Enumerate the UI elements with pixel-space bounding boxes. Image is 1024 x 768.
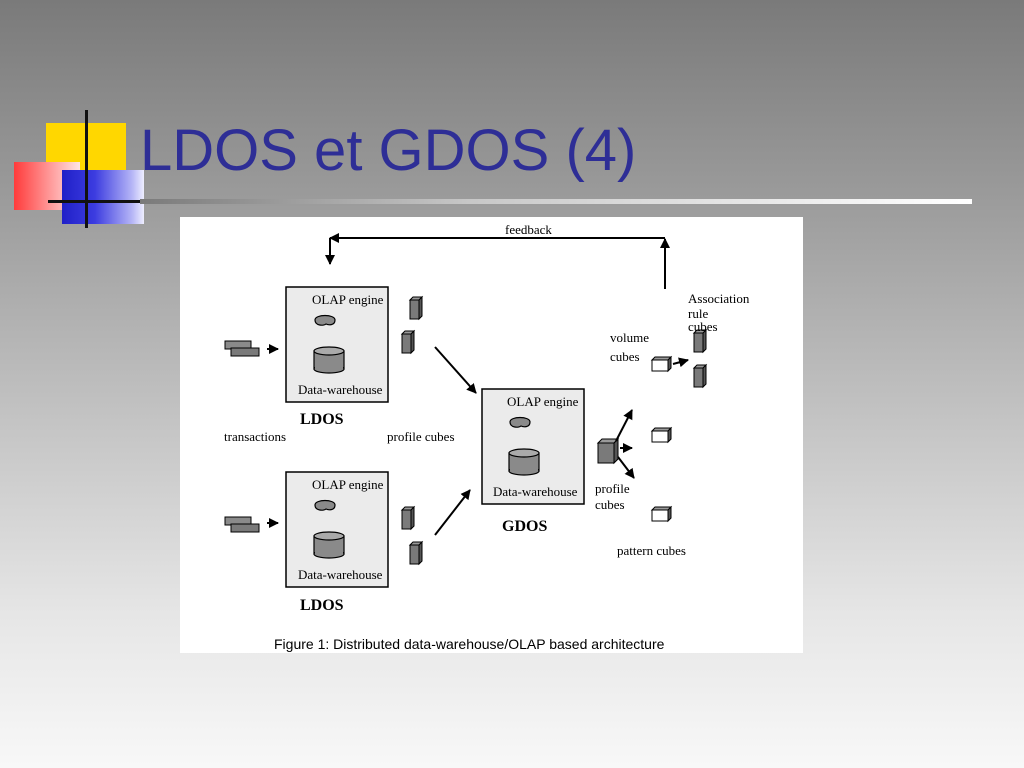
ldos-top-name: LDOS	[300, 411, 344, 428]
profile-cube-icon	[401, 330, 415, 354]
volume-label-line1: volume	[610, 330, 649, 345]
volume-label-line2: cubes	[610, 349, 640, 364]
data-warehouse-icon	[313, 531, 345, 559]
cube-icon	[651, 427, 672, 443]
decor-horizontal-line	[48, 200, 144, 203]
ldos-top-warehouse-label: Data-warehouse	[298, 382, 383, 397]
ldos-bottom-engine-label: OLAP engine	[312, 477, 384, 492]
architecture-figure: feedback OLAP engine Data-warehouse LDOS…	[180, 217, 803, 653]
olap-engine-icon	[509, 416, 531, 428]
profile-output-label-line1: profile	[595, 481, 630, 496]
slide-title: LDOS et GDOS (4)	[140, 118, 637, 183]
feedback-loop	[325, 233, 670, 289]
transaction-icon	[224, 340, 260, 357]
profile-cube-icon	[597, 438, 619, 464]
architecture-diagram: feedback OLAP engine Data-warehouse LDOS…	[224, 222, 750, 652]
association-label-line2: rule	[688, 306, 708, 321]
ldos-bottom-name: LDOS	[300, 597, 344, 614]
profile-cube-icon	[401, 506, 415, 530]
figure-caption: Figure 1: Distributed data-warehouse/OLA…	[274, 636, 665, 652]
decor-vertical-line	[85, 110, 88, 228]
association-cube-icon	[693, 364, 707, 388]
gdos-name: GDOS	[502, 518, 547, 535]
volume-cube-icon	[651, 356, 672, 372]
ldos-bottom-warehouse-label: Data-warehouse	[298, 567, 383, 582]
gdos-node: OLAP engine Data-warehouse	[481, 388, 585, 505]
olap-engine-icon	[314, 499, 336, 511]
association-label-line3: cubes	[688, 319, 718, 334]
pattern-cube-icon	[651, 506, 672, 522]
feedback-label: feedback	[505, 222, 552, 237]
gdos-warehouse-label: Data-warehouse	[493, 484, 578, 499]
pattern-cubes-label: pattern cubes	[617, 543, 686, 558]
transaction-icon	[224, 516, 260, 533]
decor-blue-square	[62, 170, 144, 224]
ldos-top-engine-label: OLAP engine	[312, 292, 384, 307]
gdos-engine-label: OLAP engine	[507, 394, 579, 409]
title-underline	[140, 199, 972, 204]
data-warehouse-icon	[508, 448, 540, 476]
profile-cubes-label: profile cubes	[387, 429, 455, 444]
olap-engine-icon	[314, 314, 336, 326]
association-label-line1: Association	[688, 291, 750, 306]
ldos-bottom-node: OLAP engine Data-warehouse	[285, 471, 389, 588]
data-warehouse-icon	[313, 346, 345, 374]
transactions-label: transactions	[224, 429, 286, 444]
ldos-top-node: OLAP engine Data-warehouse	[285, 286, 389, 403]
profile-cube-icon	[409, 541, 423, 565]
profile-output-label-line2: cubes	[595, 497, 625, 512]
profile-cube-icon	[409, 296, 423, 320]
